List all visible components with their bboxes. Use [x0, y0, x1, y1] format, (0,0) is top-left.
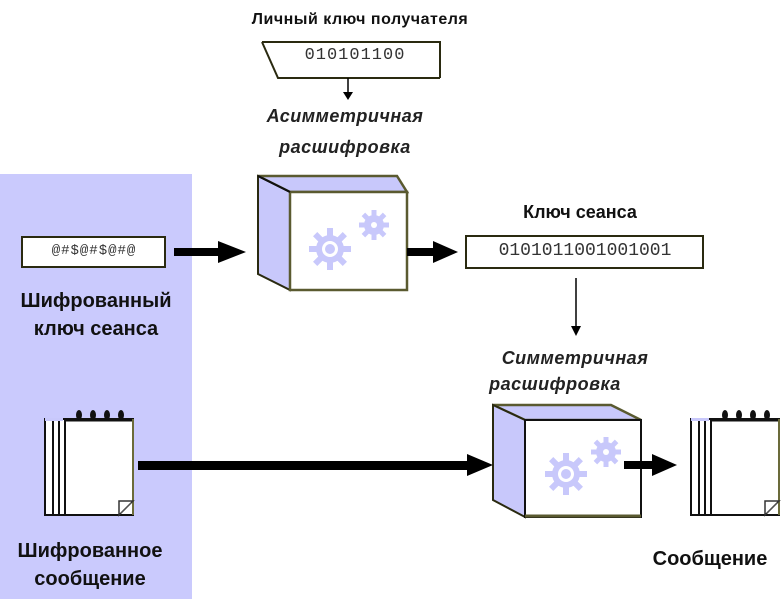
gear-icon [591, 437, 621, 467]
arrow-session-key-to-symmetric [571, 278, 581, 336]
symmetric-label-1: Симметричная [501, 348, 649, 368]
encrypted-message-label-1: Шифрованное [17, 540, 163, 562]
session-key-label: Ключ сеанса [523, 202, 637, 222]
encrypted-key-label-2: ключ сеанса [33, 318, 159, 340]
gear-icon [359, 210, 389, 240]
encrypted-message-label-2: сообщение [34, 568, 146, 590]
asymmetric-label-2: расшифровка [279, 137, 411, 157]
asymmetric-decryption-box [257, 174, 410, 292]
arrow-encrypted-key-to-asymmetric [174, 241, 246, 263]
private-key-label: Личный ключ получателя [251, 11, 469, 28]
arrow-key-to-asymmetric [343, 78, 353, 100]
encrypted-key-label-1: Шифрованный [20, 290, 172, 312]
private-key-box [261, 41, 441, 79]
gear-icon [545, 453, 587, 495]
session-key-value: 0101011001001001 [498, 241, 672, 261]
private-key-value: 010101100 [304, 46, 406, 65]
arrow-message-to-symmetric [138, 454, 493, 476]
session-key-box [465, 235, 704, 269]
encrypted-key-box [21, 236, 166, 268]
symmetric-decryption-box [492, 403, 642, 519]
message-icon [689, 408, 781, 517]
gear-icon [309, 228, 351, 270]
asymmetric-label-1: Асимметричная [266, 106, 424, 126]
encrypted-message-icon [43, 408, 135, 517]
arrow-asymmetric-to-session-key [407, 241, 458, 263]
message-label: Сообщение [652, 548, 768, 570]
arrow-symmetric-to-message [624, 454, 677, 476]
symmetric-label-2: расшифровка [489, 374, 621, 394]
encrypted-key-value: @#$@#$@#@ [51, 243, 137, 259]
